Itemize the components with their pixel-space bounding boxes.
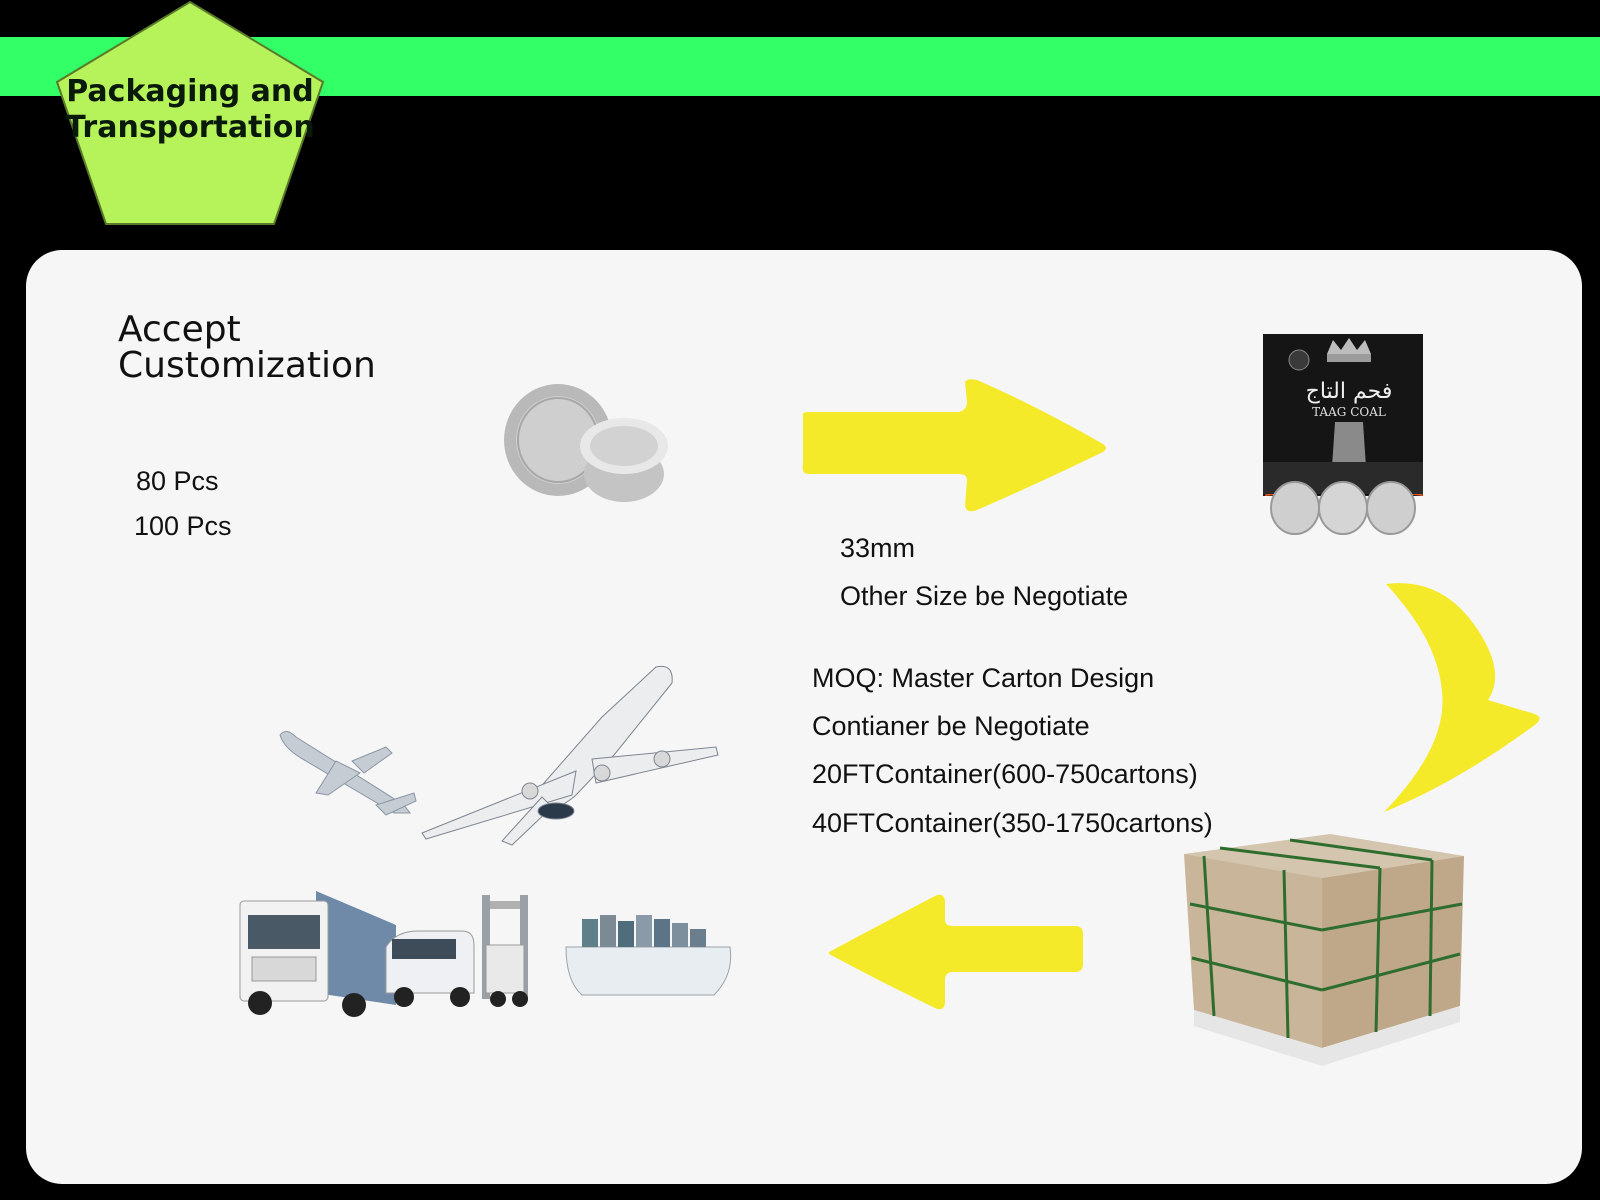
coal-tablets-icon [504,384,668,502]
count-80: 80 Pcs [136,466,219,496]
airplanes-icon [279,665,719,846]
brand-arabic: فحم التاج [1306,379,1393,404]
count-100: 100 Pcs [134,511,232,541]
coal-box-icon: فحم التاج TAAG COAL [1263,334,1423,535]
cardboard-carton-icon [1184,834,1464,1066]
transport-vehicles-icon [239,891,732,1017]
size-negotiate: Other Size be Negotiate [840,581,1129,611]
moq-line-4: 40FTContainer(350-1750cartons) [812,808,1213,838]
customization-headline: Accept Customization [118,309,376,386]
right-arrow-icon [802,379,1106,512]
moq-line-1: MOQ: Master Carton Design [812,663,1155,693]
page-title: Packaging and Transportation [65,74,315,145]
brand-latin: TAAG COAL [1312,405,1386,419]
curved-arrow-icon [1384,583,1540,812]
left-arrow-icon [829,894,1083,1010]
size-33mm: 33mm [840,533,916,563]
pentagon-badge-icon [55,0,325,225]
moq-line-3: 20FTContainer(600-750cartons) [812,759,1198,789]
moq-line-2: Contianer be Negotiate [812,711,1090,741]
